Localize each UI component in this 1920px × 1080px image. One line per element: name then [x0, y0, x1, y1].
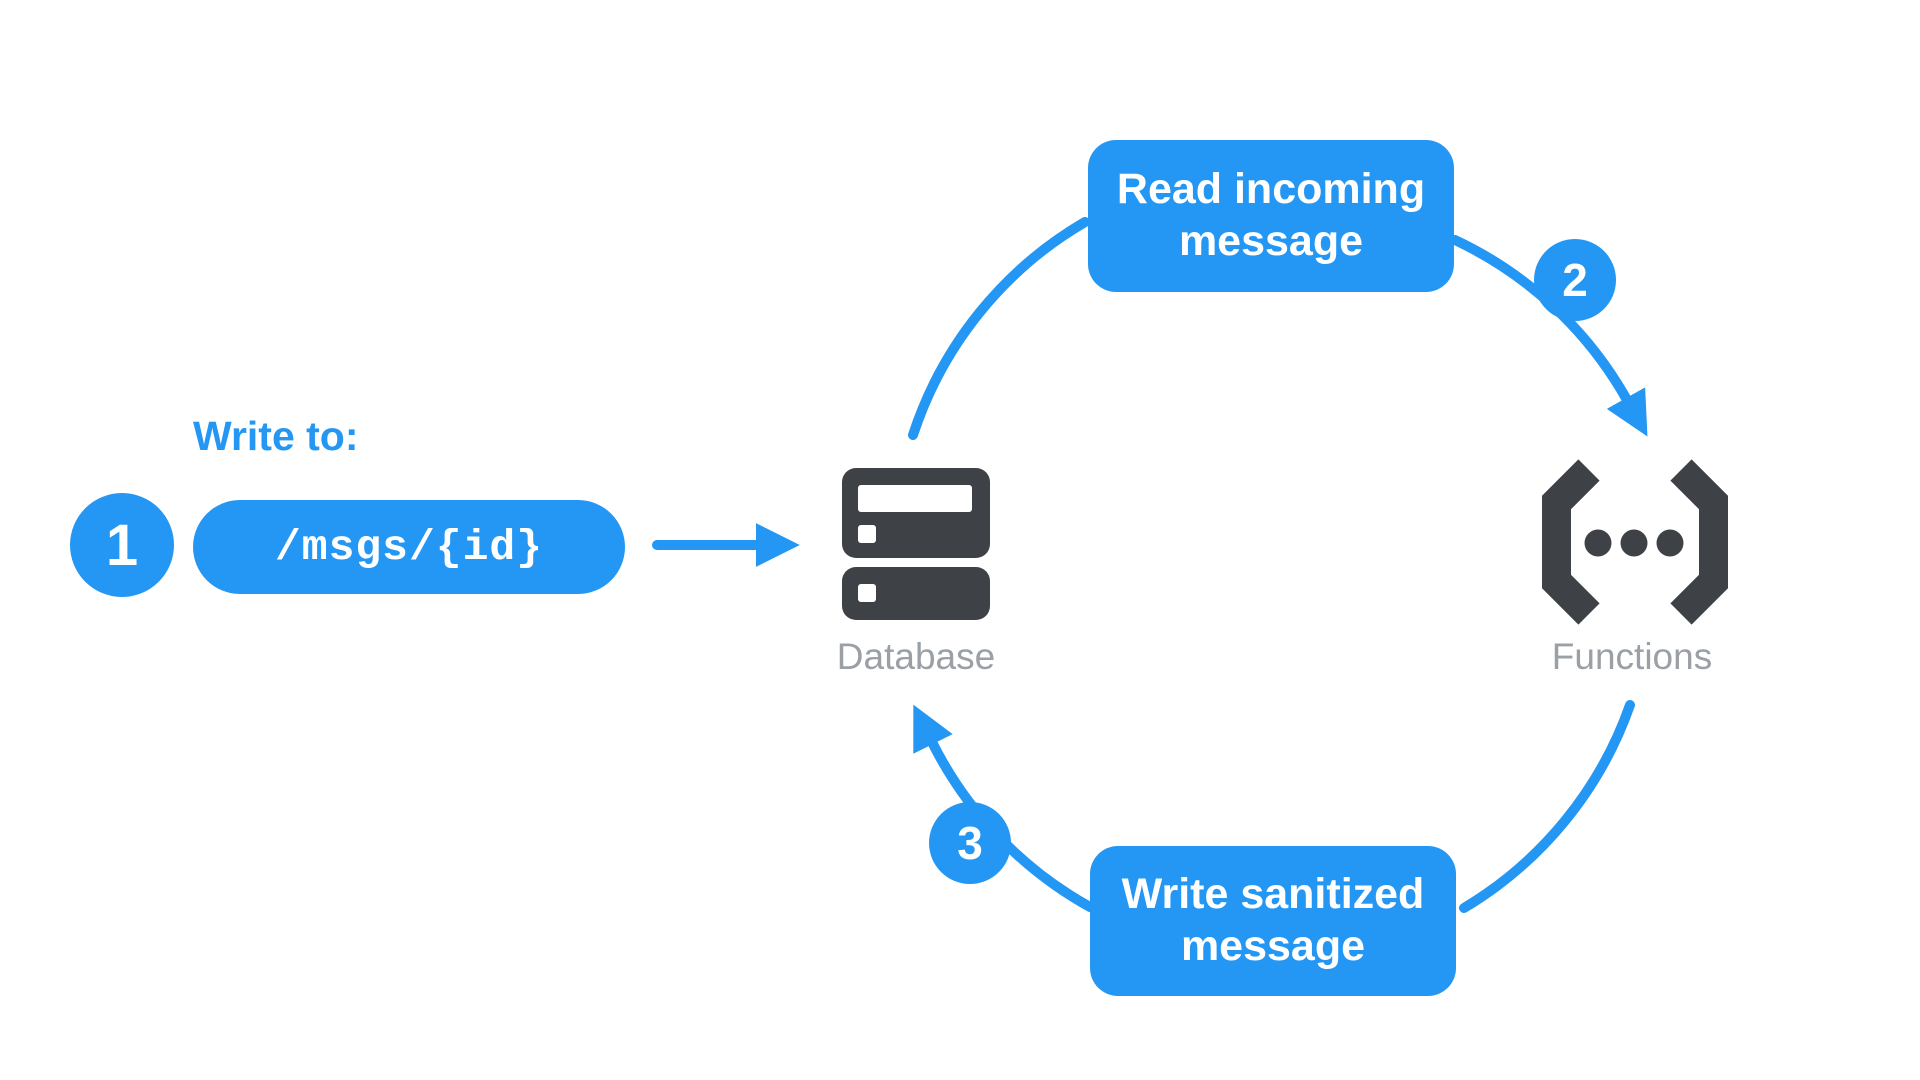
database-icon-bottom-shelf — [842, 567, 990, 620]
step-3-badge: 3 — [929, 802, 1011, 884]
write-sanitized-message-box: Write sanitized message — [1090, 846, 1456, 996]
database-icon-slot — [858, 485, 972, 512]
write-sanitized-message-label: Write sanitized message — [1121, 870, 1425, 970]
message-path-value: /msgs/{id} — [274, 522, 544, 572]
database-icon-led-top — [858, 525, 876, 543]
step-2-badge: 2 — [1534, 239, 1616, 321]
functions-right-bracket — [1670, 459, 1728, 625]
database-icon-top-shelf — [842, 468, 990, 558]
functions-label: Functions — [1551, 636, 1713, 677]
step-1-number: 1 — [105, 512, 139, 578]
step-3-number: 3 — [957, 817, 983, 869]
database-icon — [842, 468, 990, 620]
functions-dot-1 — [1584, 529, 1612, 557]
message-path-pill: /msgs/{id} — [193, 500, 625, 594]
read-incoming-message-label: Read incoming message — [1116, 165, 1426, 265]
database-label: Database — [836, 636, 996, 677]
database-icon-led-bottom — [858, 584, 876, 602]
functions-dot-3 — [1656, 529, 1684, 557]
functions-dot-2 — [1620, 529, 1648, 557]
read-incoming-message-box: Read incoming message — [1088, 140, 1454, 292]
step-2-number: 2 — [1562, 254, 1588, 306]
arc-database-to-readbox — [908, 217, 1090, 440]
write-to-heading: Write to: — [193, 413, 359, 459]
functions-icon — [1542, 459, 1728, 625]
functions-left-bracket — [1542, 459, 1600, 625]
arc-functions-to-writebox — [1459, 700, 1635, 913]
step-1-badge: 1 — [70, 493, 174, 597]
